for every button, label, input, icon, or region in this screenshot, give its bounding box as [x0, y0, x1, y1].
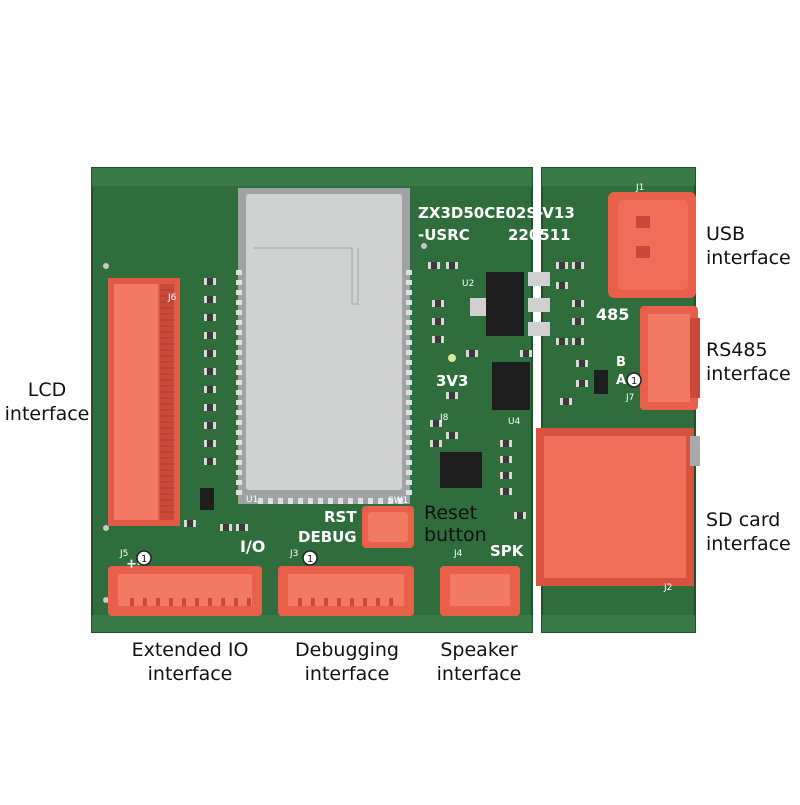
- model-line2: -USRC: [418, 226, 470, 244]
- esp-module: [236, 188, 412, 504]
- silk-j8: J8: [439, 413, 449, 423]
- silk-j5: J5: [119, 549, 128, 559]
- pin1-marker-rs485: 1: [626, 372, 642, 388]
- silk-rst: RST: [324, 508, 357, 526]
- ic-u3: [440, 452, 482, 488]
- pin1-marker-debug: 1: [302, 550, 318, 566]
- debugging-label-line1: Debugging: [295, 639, 399, 661]
- ic-u4: [492, 362, 530, 410]
- silk-u2: U2: [462, 279, 474, 289]
- reset-label-line1: Reset: [424, 502, 478, 524]
- silk-sw1: SW1: [388, 496, 408, 506]
- reset-label: Reset button: [424, 502, 487, 546]
- speaker-label-line1: Speaker: [440, 639, 518, 661]
- rs485-label-line2: interface: [706, 363, 791, 385]
- silk-485: 485: [596, 305, 629, 324]
- silk-b: B: [616, 355, 626, 370]
- lcd-label: LCD interface: [4, 378, 90, 426]
- usb-label-line2: interface: [706, 247, 791, 269]
- ic-u2: [470, 272, 550, 336]
- silk-a: A: [616, 373, 626, 388]
- ic-d4: [594, 370, 608, 394]
- silk-j3: J3: [289, 549, 298, 559]
- silk-j2: J2: [663, 583, 672, 593]
- usb-connector: [608, 192, 696, 298]
- ext-io-label: Extended IO interface: [112, 638, 268, 686]
- debugging-label-line2: interface: [304, 663, 390, 685]
- lcd-label-line1: LCD: [27, 379, 67, 401]
- speaker-connector: [440, 566, 520, 616]
- reset-switch: [362, 506, 414, 548]
- silk-3v3: 3V3: [436, 372, 468, 390]
- silk-j1: J1: [635, 183, 644, 193]
- sd-label-line2: interface: [706, 533, 791, 555]
- debug-connector: [278, 566, 414, 616]
- silk-j7: J7: [625, 393, 634, 403]
- silk-j6: J6: [167, 293, 177, 303]
- silk-u4: U4: [508, 417, 521, 427]
- silk-io: I/O: [240, 537, 265, 556]
- silk-spk: SPK: [490, 542, 525, 560]
- rs485-label-line1: RS485: [706, 339, 768, 361]
- sd-label-line1: SD card: [706, 509, 781, 531]
- speaker-label-line2: interface: [436, 663, 522, 685]
- svg-text:1: 1: [631, 376, 637, 387]
- ext-io-label-line1: Extended IO: [131, 639, 249, 661]
- rs485-label: RS485 interface: [706, 338, 791, 386]
- lcd-label-line2: interface: [4, 403, 90, 425]
- sd-label: SD card interface: [706, 508, 791, 556]
- extended-io-connector: [108, 566, 262, 616]
- ic-q1: [200, 488, 214, 510]
- silk-debug: DEBUG: [298, 528, 357, 546]
- silk-j4: J4: [453, 549, 463, 559]
- model-line1: ZX3D50CE02S-V13: [418, 204, 575, 222]
- svg-text:1: 1: [141, 554, 147, 565]
- lcd-connector: [108, 278, 180, 526]
- reset-label-line2: button: [424, 524, 487, 546]
- silk-u1: U1: [246, 495, 258, 505]
- date-code: 220511: [508, 226, 571, 244]
- pin1-marker-io: 1: [136, 550, 152, 566]
- debugging-label: Debugging interface: [272, 638, 422, 686]
- speaker-label: Speaker interface: [424, 638, 534, 686]
- usb-label: USB interface: [706, 222, 791, 270]
- svg-text:1: 1: [307, 554, 313, 565]
- sd-connector: [536, 428, 700, 586]
- ext-io-label-line2: interface: [147, 663, 233, 685]
- rs485-connector: [640, 306, 700, 410]
- usb-label-line1: USB: [706, 223, 746, 245]
